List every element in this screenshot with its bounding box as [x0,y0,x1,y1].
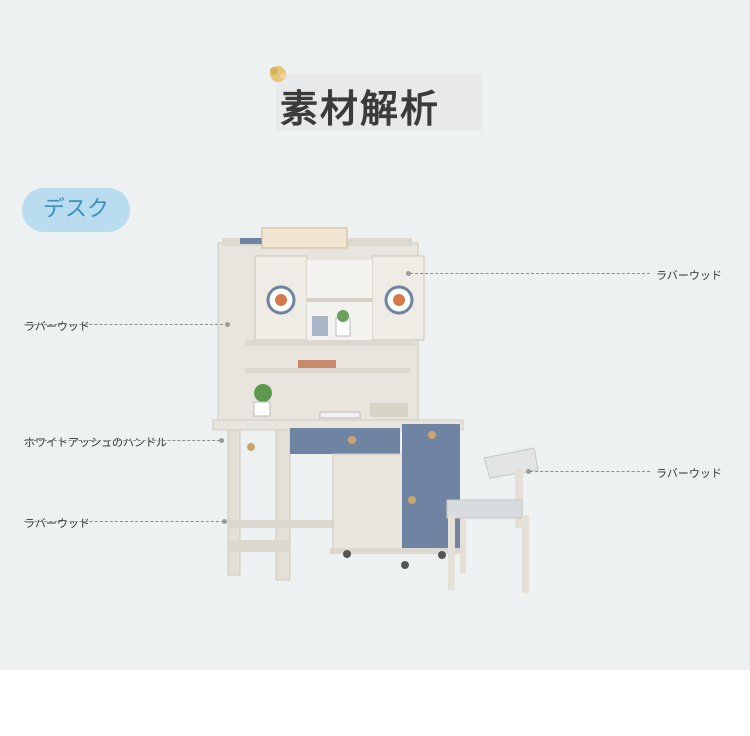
chair [446,447,539,593]
heading-block: 素材解析 [270,62,484,132]
leader-line-left-1 [24,324,228,325]
callout-left-1: ラバーウッド [24,320,90,333]
leader-line-right-1 [410,273,650,274]
leader-dot-right-2 [526,469,531,474]
callout-left-2: ホワイトアッシュのハンドル [24,436,167,449]
leader-dot-left-3 [222,519,227,524]
leader-dot-left-2 [219,438,224,443]
callout-right-1: ラバーウッド [656,269,722,282]
leader-dot-left-1 [225,322,230,327]
leader-line-left-2 [24,440,220,441]
sparkle-icon [270,66,286,82]
leader-line-right-2 [530,471,650,472]
hutch [217,227,425,424]
section-tag: デスク [22,188,130,232]
page-title: 素材解析 [280,87,441,131]
callout-right-2: ラバーウッド [656,467,722,480]
callout-left-3: ラバーウッド [24,517,90,530]
heading-backdrop [276,74,482,130]
desk-illustration [212,227,539,593]
desk [212,403,464,581]
leader-line-left-3 [24,521,224,522]
leader-dot-right-1 [406,271,411,276]
